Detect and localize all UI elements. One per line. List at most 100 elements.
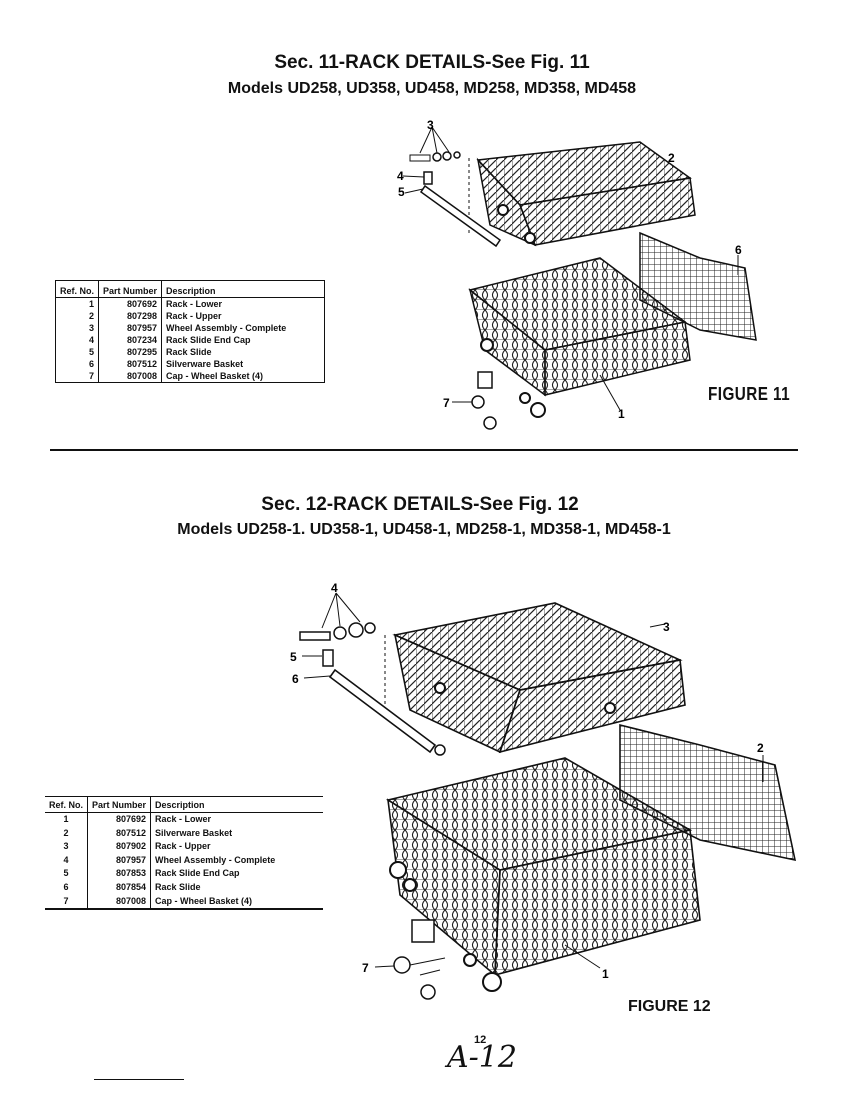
description-header: Description [150, 796, 323, 813]
figure-12-label: FIGURE 12 [628, 998, 711, 1015]
figure-11-drawing: 3 4 5 2 6 7 1 [397, 118, 757, 430]
ref-no-cell: 2 [55, 310, 100, 322]
footer-rule [94, 1079, 184, 1080]
description-cell: Silverware Basket [155, 827, 233, 838]
description-cell: Cap - Wheel Basket (4) [166, 371, 264, 381]
wheel-cap-drawing [452, 371, 497, 430]
callout-4: 4 [397, 169, 404, 183]
callout-1: 1 [618, 407, 625, 421]
ref-no-cell: 6 [55, 358, 100, 370]
section-12-title: Sec. 12-RACK DETAILS-See Fig. 12 [261, 494, 579, 515]
part-number-cell: 807854 [87, 880, 152, 895]
part-number-cell: 807512 [87, 826, 152, 841]
description-header: Description [161, 280, 325, 298]
part-number-cell: 807692 [98, 297, 163, 310]
callout-6: 6 [292, 672, 299, 686]
ref-no-cell: 7 [55, 370, 100, 383]
description-cell: Rack - Upper [166, 311, 222, 321]
description-cell: Cap - Wheel Basket (4) [155, 895, 253, 906]
part-number-header: Part Number [98, 280, 163, 298]
callout-7: 7 [443, 396, 450, 410]
part-number-cell: 807234 [98, 334, 163, 346]
callout-4: 4 [331, 581, 338, 595]
rack-slide-drawing [302, 649, 446, 756]
callout-7: 7 [362, 961, 369, 975]
part-number-cell: 807298 [98, 310, 163, 322]
callout-3: 3 [427, 118, 434, 132]
part-number-cell: 807008 [98, 370, 163, 383]
handwritten-page-code: A-12 [447, 1040, 517, 1075]
ref-no-cell: 1 [55, 297, 100, 310]
description-cell: Rack Slide End Cap [166, 335, 251, 345]
upper-rack-drawing [476, 141, 696, 247]
ref-no-header: Ref. No. [55, 280, 100, 298]
table-header-row: Ref. No. Part Number Description [45, 796, 323, 813]
upper-rack-drawing [392, 602, 686, 754]
wheel-assembly-drawing [299, 592, 386, 705]
description-cell: Rack Slide [155, 881, 201, 892]
description-cell: Rack - Upper [155, 841, 211, 852]
part-number-cell: 807692 [87, 812, 152, 827]
ref-no-cell: 3 [45, 840, 89, 854]
section-11-models: Models UD258, UD358, UD458, MD258, MD358… [227, 80, 637, 97]
part-number-cell: 807902 [87, 840, 152, 854]
description-cell: Rack Slide [166, 347, 212, 357]
description-cell: Rack Slide End Cap [155, 868, 240, 879]
ref-no-cell: 3 [55, 322, 100, 334]
callout-1: 1 [602, 967, 609, 981]
description-cell: Wheel Assembly - Complete [166, 323, 287, 333]
ref-no-cell: 6 [45, 880, 89, 895]
figure-11-label: FIGURE 11 [708, 384, 791, 404]
table-header-row: Ref. No. Part Number Description [55, 280, 325, 298]
wheel-assembly-drawing [409, 126, 470, 235]
description-cell: Wheel Assembly - Complete [155, 854, 276, 865]
ref-no-cell: 4 [45, 853, 89, 868]
ref-no-cell: 5 [55, 346, 100, 358]
page-number: 12 [474, 1034, 487, 1046]
ref-no-cell: 4 [55, 334, 100, 346]
callout-3: 3 [663, 620, 670, 634]
section-11-title: Sec. 11-RACK DETAILS-See Fig. 11 [274, 52, 590, 73]
wheel-cap-drawing [374, 919, 446, 1000]
description-cell: Rack - Lower [166, 299, 223, 309]
ref-no-cell: 1 [45, 812, 89, 827]
part-number-cell: 807957 [87, 853, 152, 868]
lower-rack-drawing [468, 257, 691, 418]
callout-6: 6 [735, 243, 742, 257]
callout-2: 2 [757, 741, 764, 755]
lower-rack-drawing [385, 757, 701, 992]
callout-5: 5 [290, 650, 297, 664]
part-number-cell: 807853 [87, 867, 152, 881]
part-number-cell: 807957 [98, 322, 163, 334]
part-number-cell: 807295 [98, 346, 163, 358]
description-cell: Rack - Lower [155, 814, 212, 824]
rack-slide-drawing [402, 171, 502, 248]
figure-12-drawing: 4 3 5 6 2 1 7 [290, 581, 797, 1000]
callout-2: 2 [668, 151, 675, 165]
ref-no-cell: 2 [45, 826, 89, 841]
callout-5: 5 [398, 185, 405, 199]
section-divider [50, 449, 798, 451]
part-number-cell: 807512 [98, 358, 163, 370]
part-number-header: Part Number [87, 796, 152, 813]
ref-no-header: Ref. No. [45, 796, 89, 813]
